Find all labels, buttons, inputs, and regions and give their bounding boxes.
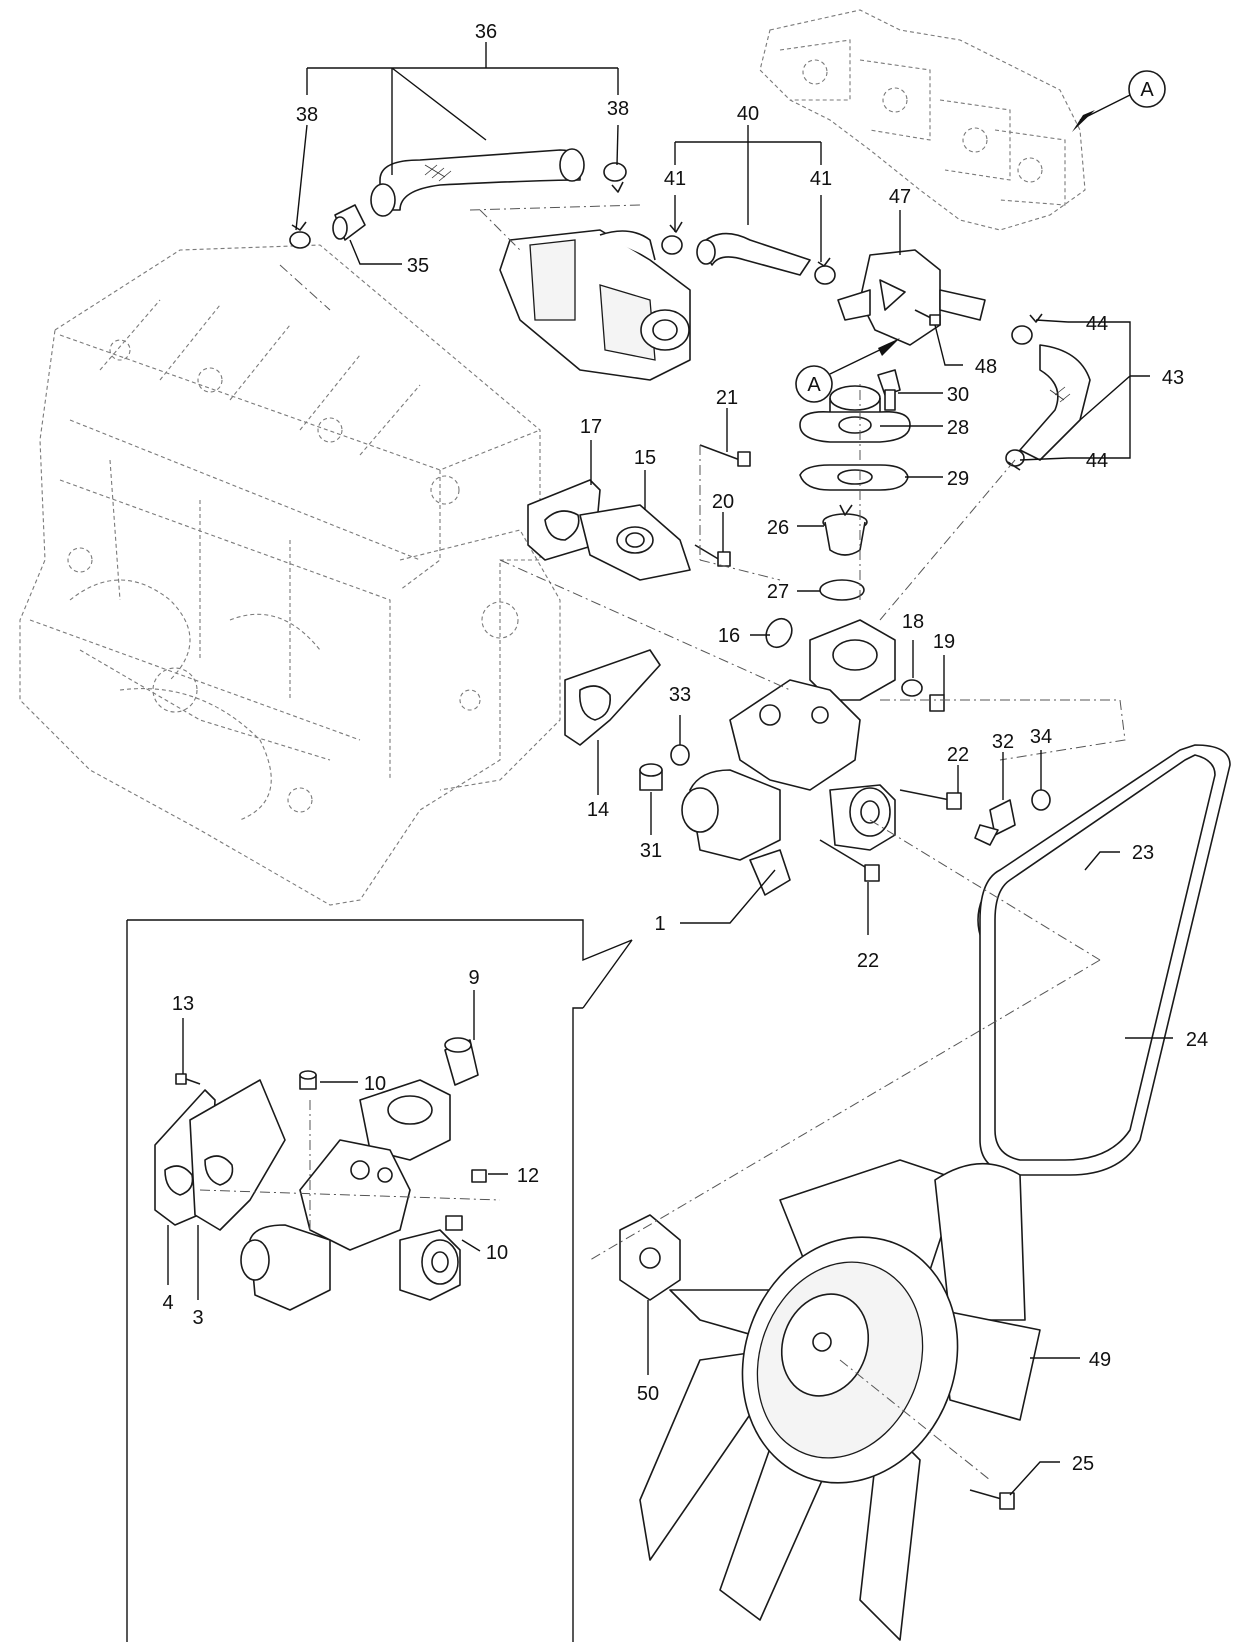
callout-labels: 36 38 38 35 40 41 41 47 44 43 44 48 30 2… bbox=[162, 21, 1208, 1475]
callout-19: 19 bbox=[933, 631, 955, 653]
callout-38-right: 38 bbox=[607, 98, 629, 120]
callout-25: 25 bbox=[1072, 1453, 1094, 1475]
gasket-14 bbox=[564, 649, 661, 746]
callout-35: 35 bbox=[407, 255, 429, 277]
callout-43: 43 bbox=[1162, 367, 1184, 389]
inset-gasket-3 bbox=[189, 1079, 286, 1231]
callout-48: 48 bbox=[975, 356, 997, 378]
callout-16: 16 bbox=[718, 625, 740, 647]
bolt-21 bbox=[699, 444, 751, 467]
exhaust-manifold-outline bbox=[759, 9, 1086, 231]
reference-marker-a-middle: A bbox=[795, 338, 900, 403]
bolt-20 bbox=[694, 544, 731, 567]
callout-22-lower: 22 bbox=[857, 950, 879, 972]
callout-26: 26 bbox=[767, 517, 789, 539]
callout-41-right: 41 bbox=[810, 168, 832, 190]
callout-13: 13 bbox=[172, 993, 194, 1015]
callout-44-bottom: 44 bbox=[1086, 450, 1108, 472]
bolt-22-upper bbox=[899, 789, 962, 810]
engine-block-outline bbox=[19, 244, 561, 906]
inset-plug-10-top bbox=[299, 1070, 317, 1090]
gasket-17 bbox=[527, 479, 601, 561]
bolt-30 bbox=[877, 369, 901, 411]
o-ring-27 bbox=[819, 579, 865, 601]
callout-40: 40 bbox=[737, 103, 759, 125]
callout-34: 34 bbox=[1030, 726, 1052, 748]
thermostat-cover-28 bbox=[799, 385, 911, 443]
callout-21: 21 bbox=[716, 387, 738, 409]
clamp-38-left bbox=[289, 221, 311, 249]
egr-housing-47 bbox=[837, 249, 986, 346]
clamp-44-top bbox=[1011, 313, 1043, 345]
callout-50: 50 bbox=[637, 1383, 659, 1405]
bolt-19 bbox=[929, 694, 945, 712]
callout-49: 49 bbox=[1089, 1349, 1111, 1371]
callout-23: 23 bbox=[1132, 842, 1154, 864]
sensor-32 bbox=[974, 799, 1016, 846]
callout-17: 17 bbox=[580, 416, 602, 438]
callout-44-top: 44 bbox=[1086, 313, 1108, 335]
leader-lines bbox=[167, 42, 1173, 1496]
callout-20: 20 bbox=[712, 491, 734, 513]
clamp-41-right bbox=[814, 257, 836, 285]
thermostat-26 bbox=[822, 504, 868, 556]
clamp-44-bottom bbox=[1005, 449, 1025, 471]
callout-33: 33 bbox=[669, 684, 691, 706]
belt-24 bbox=[979, 744, 1231, 1176]
inset-bolt-13 bbox=[175, 1073, 201, 1085]
inset-detail-box bbox=[126, 919, 633, 1642]
callout-3: 3 bbox=[192, 1307, 203, 1329]
hose-36 bbox=[370, 148, 585, 217]
reference-marker-a-middle-label: A bbox=[807, 374, 821, 396]
o-ring-16 bbox=[765, 617, 793, 649]
gasket-29 bbox=[799, 464, 909, 491]
callout-32: 32 bbox=[992, 731, 1014, 753]
inset-fitting-9 bbox=[444, 1037, 479, 1086]
callout-29: 29 bbox=[947, 468, 969, 490]
callout-28: 28 bbox=[947, 417, 969, 439]
alignment-lines bbox=[199, 204, 1126, 1481]
water-pump-assembly bbox=[681, 619, 896, 896]
callout-30: 30 bbox=[947, 384, 969, 406]
callout-47: 47 bbox=[889, 186, 911, 208]
inset-pump-body bbox=[240, 1079, 461, 1311]
callout-1: 1 bbox=[654, 913, 665, 935]
inset-plug-12 bbox=[471, 1169, 487, 1183]
callout-9: 9 bbox=[468, 967, 479, 989]
callout-4: 4 bbox=[162, 1292, 173, 1314]
washer-18 bbox=[901, 679, 923, 697]
plug-31 bbox=[639, 763, 663, 791]
callout-41-left: 41 bbox=[664, 168, 686, 190]
callout-31: 31 bbox=[640, 840, 662, 862]
hose-connector-35 bbox=[332, 204, 366, 241]
fan-49 bbox=[639, 1159, 1041, 1641]
callout-22-upper: 22 bbox=[947, 744, 969, 766]
callout-27: 27 bbox=[767, 581, 789, 603]
callout-10-bottom: 10 bbox=[486, 1242, 508, 1264]
reference-marker-a-top: A bbox=[1072, 70, 1166, 132]
callout-18: 18 bbox=[902, 611, 924, 633]
egr-cooler bbox=[499, 229, 691, 381]
callout-36: 36 bbox=[475, 21, 497, 43]
clamp-38-right bbox=[603, 162, 627, 193]
hose-43 bbox=[1019, 344, 1091, 461]
clamp-41-left bbox=[661, 221, 683, 255]
plate-15 bbox=[579, 504, 691, 581]
callout-10-top: 10 bbox=[364, 1073, 386, 1095]
callout-12: 12 bbox=[517, 1165, 539, 1187]
reference-marker-a-top-label: A bbox=[1140, 79, 1154, 101]
bolt-22-lower bbox=[819, 839, 880, 882]
spacer-50 bbox=[619, 1214, 681, 1301]
callout-14: 14 bbox=[587, 799, 609, 821]
callout-24: 24 bbox=[1186, 1029, 1208, 1051]
callout-38-left: 38 bbox=[296, 104, 318, 126]
washer-34 bbox=[1031, 789, 1051, 811]
washer-33 bbox=[670, 744, 690, 766]
callout-15: 15 bbox=[634, 447, 656, 469]
hose-40 bbox=[696, 232, 811, 276]
bolt-25 bbox=[969, 1489, 1015, 1510]
inset-plug-10-bottom bbox=[445, 1215, 463, 1231]
